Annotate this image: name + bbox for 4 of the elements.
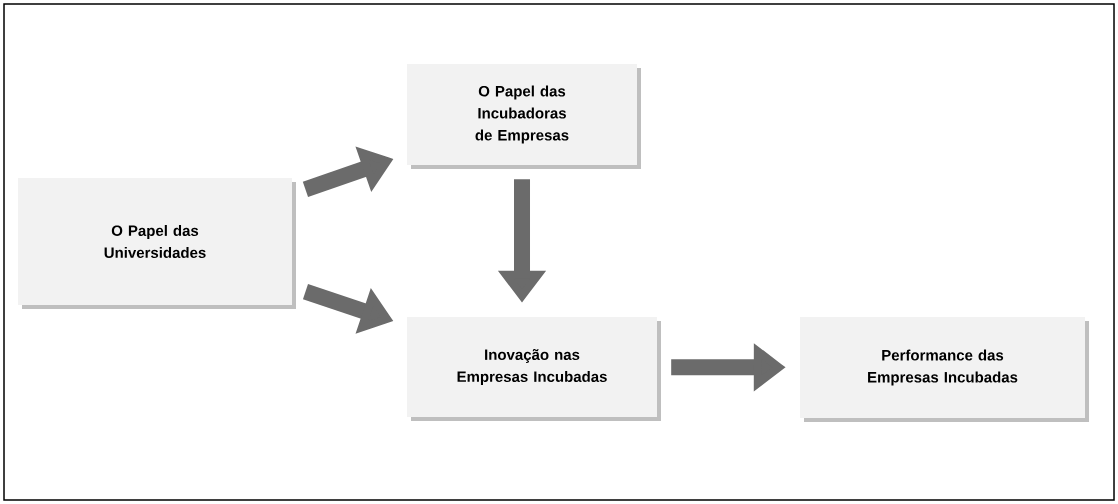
process-box: Inovação nas Empresas Incubadas	[407, 317, 661, 421]
process-box: O Papel das Universidades	[18, 178, 296, 309]
process-box: O Papel das Incubadoras de Empresas	[407, 64, 641, 169]
process-box: Performance das Empresas Incubadas	[800, 317, 1089, 422]
